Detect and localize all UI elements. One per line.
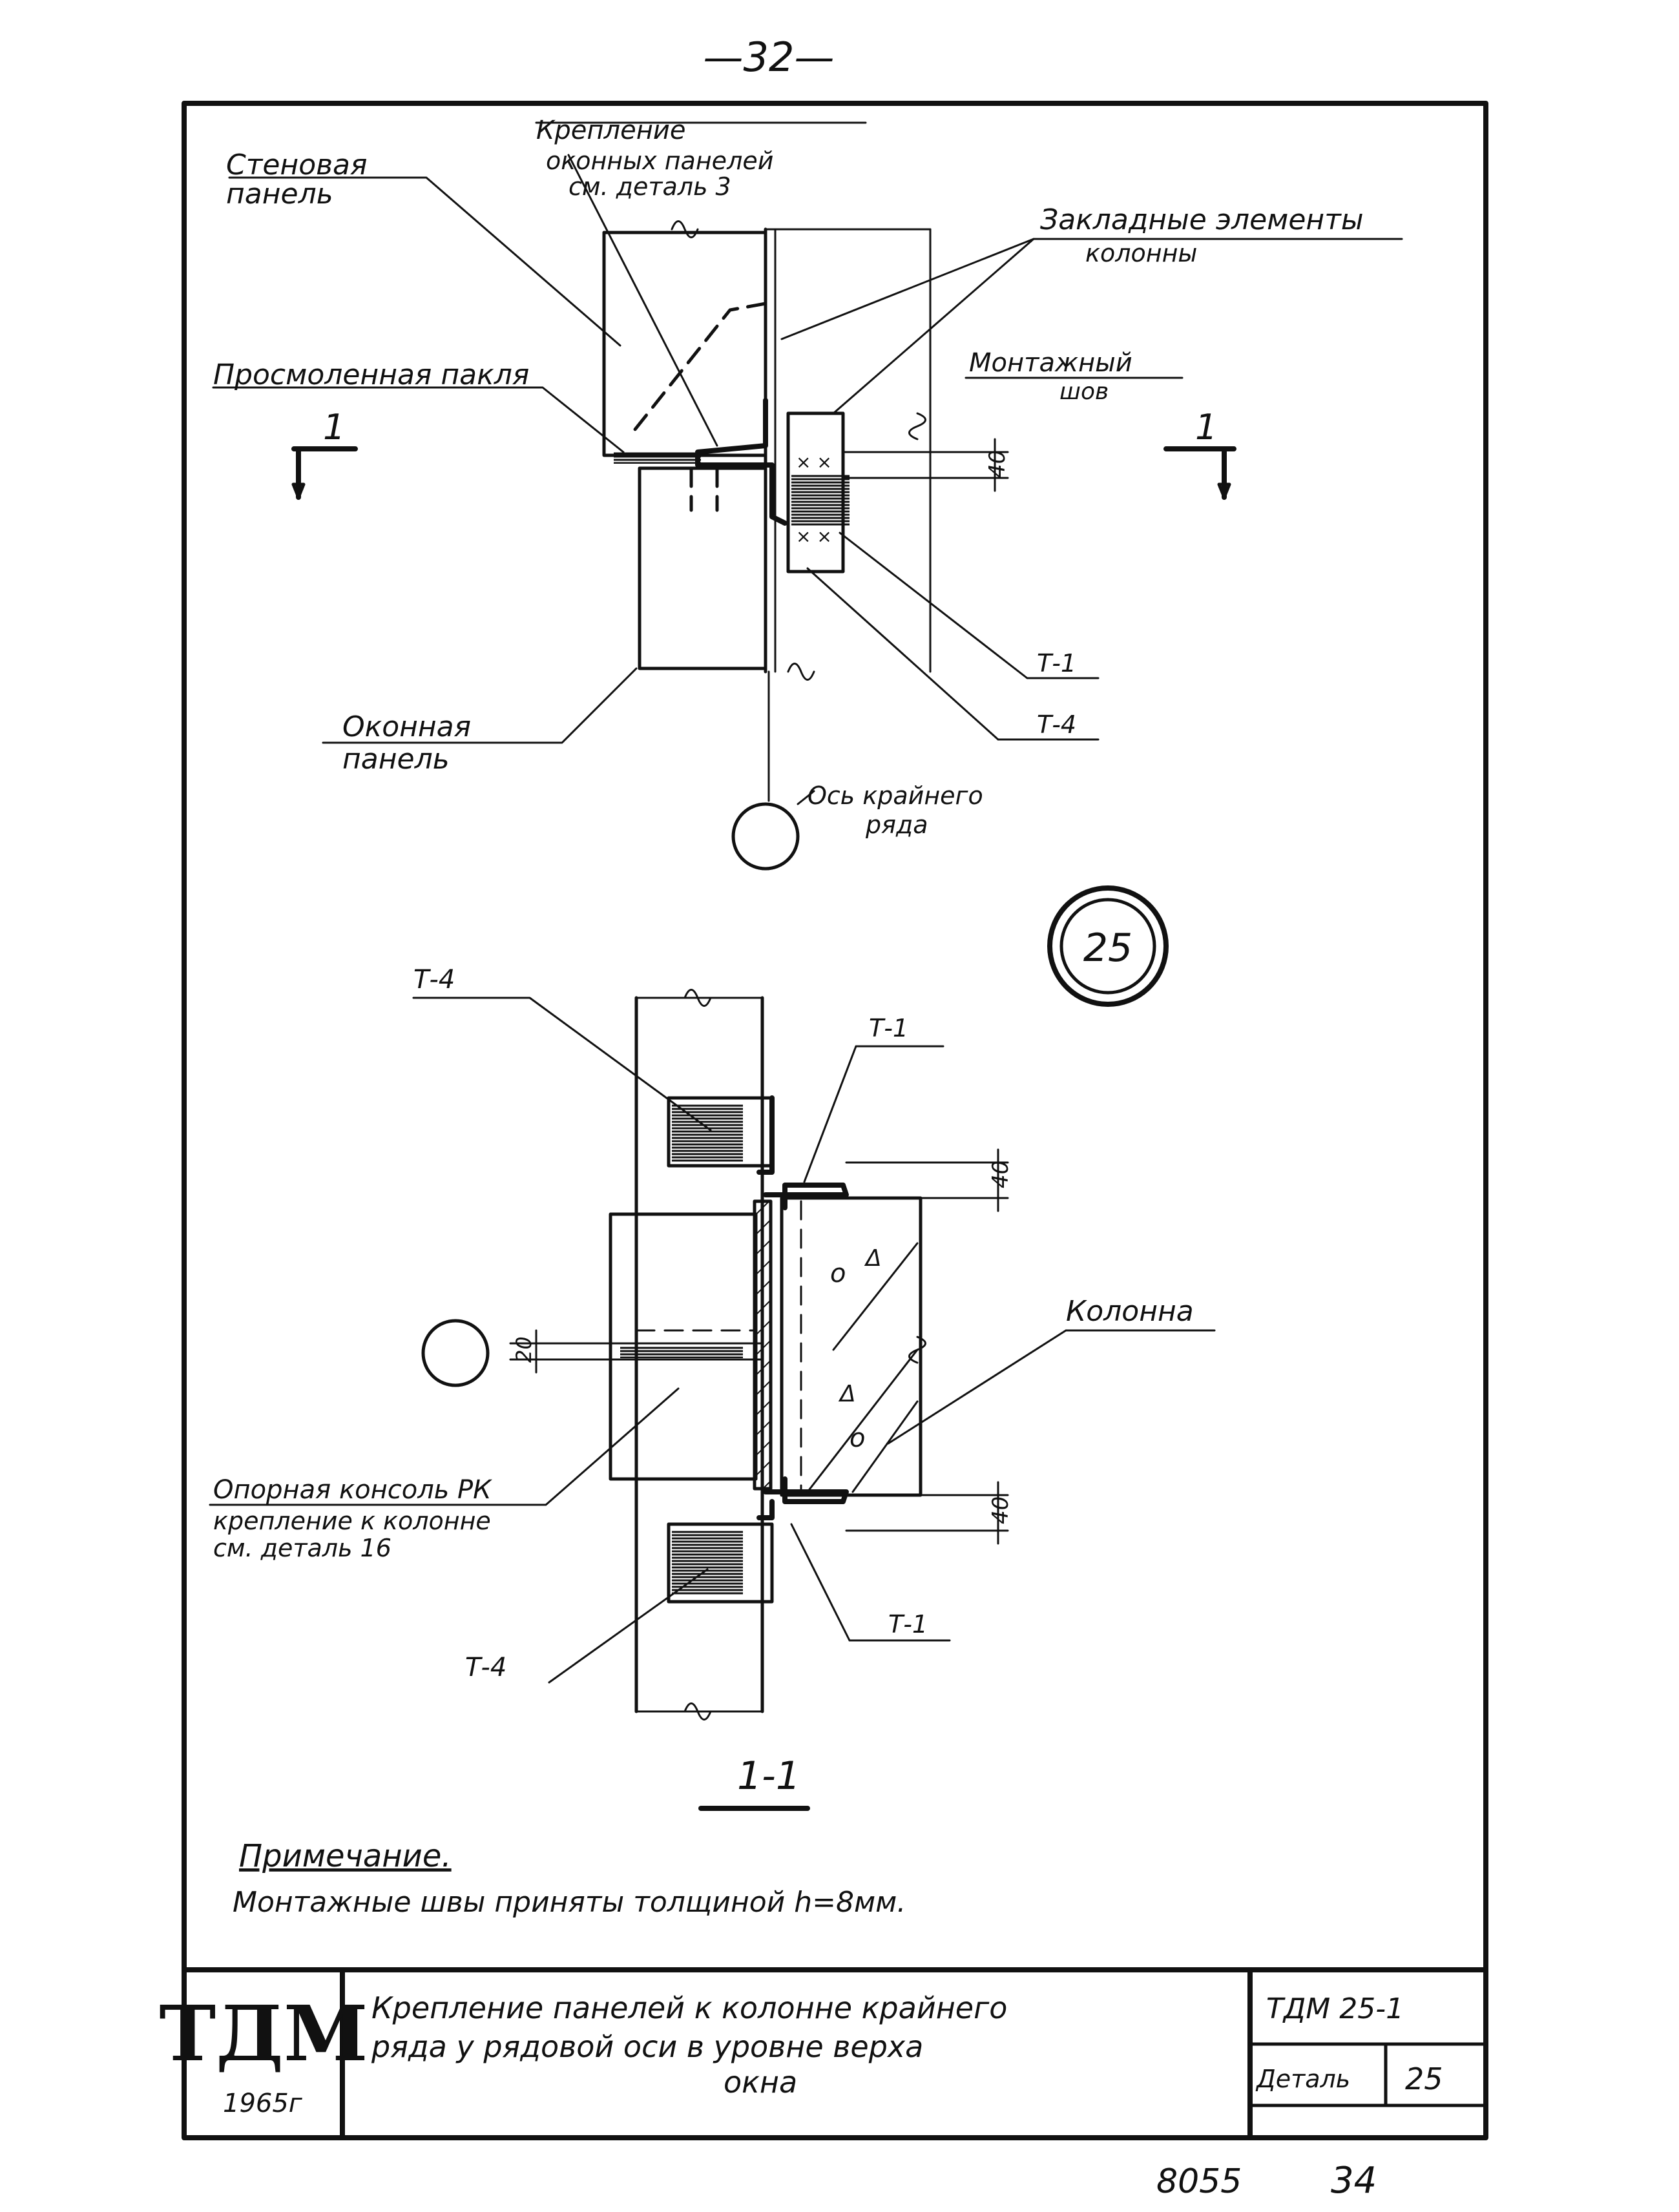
label-wall-panel-1: Стеновая	[226, 149, 367, 181]
dimension-40-section-top: 40	[988, 1161, 1014, 1188]
label-t4-top-view: Т-4	[1037, 710, 1076, 739]
label-t1-top-view: Т-1	[1037, 649, 1076, 677]
svg-text:Δ: Δ	[838, 1381, 856, 1407]
dimension-40-section-bottom: 40	[988, 1496, 1014, 1524]
footer-number: 8055	[1156, 2162, 1242, 2201]
note-heading: Примечание.	[239, 1838, 452, 1874]
label-t4-section-bottom: Т-4	[465, 1653, 506, 1682]
label-column: Колонна	[1066, 1295, 1194, 1328]
top-view: × × × × 40 1 1 Стеновая панель Крепление…	[212, 116, 1403, 871]
label-embedded-1: Закладные элементы	[1040, 203, 1364, 236]
svg-text:× ×: × ×	[796, 451, 832, 473]
wall-panel	[602, 231, 767, 457]
svg-text:× ×: × ×	[796, 526, 832, 547]
label-wall-panel-2: панель	[226, 178, 333, 211]
detail-value: 25	[1405, 2062, 1443, 2096]
window-panel	[638, 466, 767, 670]
section-view: o o Δ Δ 40 40 20 Т-4 Т-1 Колонна Опорная	[209, 965, 1216, 1811]
label-console-1: Опорная консоль РК	[213, 1475, 492, 1505]
drawing-code: ТДМ 25-1	[1266, 1992, 1404, 2025]
svg-text:o: o	[830, 1259, 846, 1288]
label-axis-2: ряда	[865, 811, 928, 839]
footer-page: 34	[1331, 2160, 1377, 2202]
label-weld-2: шов	[1059, 378, 1109, 405]
label-t4-section-top: Т-4	[413, 965, 455, 995]
detail-number-badge: 25	[1083, 925, 1132, 971]
label-fastening-3: см. деталь 3	[568, 172, 731, 201]
detail-label: Деталь	[1255, 2065, 1350, 2093]
weld-hatch	[791, 475, 850, 526]
section-mark-left: 1	[323, 407, 345, 448]
svg-text:Δ: Δ	[864, 1245, 882, 1272]
svg-text:o: o	[850, 1423, 865, 1453]
label-axis-1: Ось крайнего	[808, 781, 983, 810]
label-window-panel-1: Оконная	[342, 710, 471, 743]
axis-marker-section	[421, 1319, 490, 1387]
drawing-title-1: Крепление панелей к колонне крайнего	[371, 1990, 1007, 2025]
label-weld-1: Монтажный	[969, 348, 1132, 378]
logo: ТДМ	[159, 1989, 368, 2078]
axis-marker-top	[731, 802, 800, 871]
dimension-40-top-view: 40	[985, 450, 1010, 478]
title-block: ТДМ 1965г Крепление панелей к колонне кр…	[159, 1967, 1488, 2140]
page-number: —32—	[704, 34, 835, 81]
oakum-strip	[614, 452, 701, 464]
label-fastening-1: Крепление	[536, 116, 685, 145]
label-oakum: Просмоленная пакля	[213, 358, 529, 391]
drawing-frame	[182, 101, 1488, 2140]
label-embedded-2: колонны	[1085, 239, 1197, 267]
label-fastening-2: оконных панелей	[546, 147, 773, 175]
drawing-title-3: окна	[724, 2065, 797, 2100]
logo-year: 1965г	[223, 2089, 303, 2118]
section-title: 1-1	[737, 1753, 800, 1799]
label-t1-section-bottom: Т-1	[888, 1610, 928, 1638]
label-console-3: см. деталь 16	[213, 1534, 391, 1562]
label-console-2: крепление к колонне	[213, 1507, 491, 1535]
note-text: Монтажные швы приняты толщиной h=8мм.	[233, 1886, 906, 1919]
section-mark-right: 1	[1195, 407, 1217, 448]
label-t1-section-top: Т-1	[869, 1014, 908, 1042]
drawing-title-2: ряда у рядовой оси в уровне верха	[371, 2029, 923, 2064]
element-t4-bottom	[667, 1522, 774, 1604]
dimension-20: 20	[512, 1336, 536, 1363]
label-window-panel-2: панель	[342, 743, 450, 776]
